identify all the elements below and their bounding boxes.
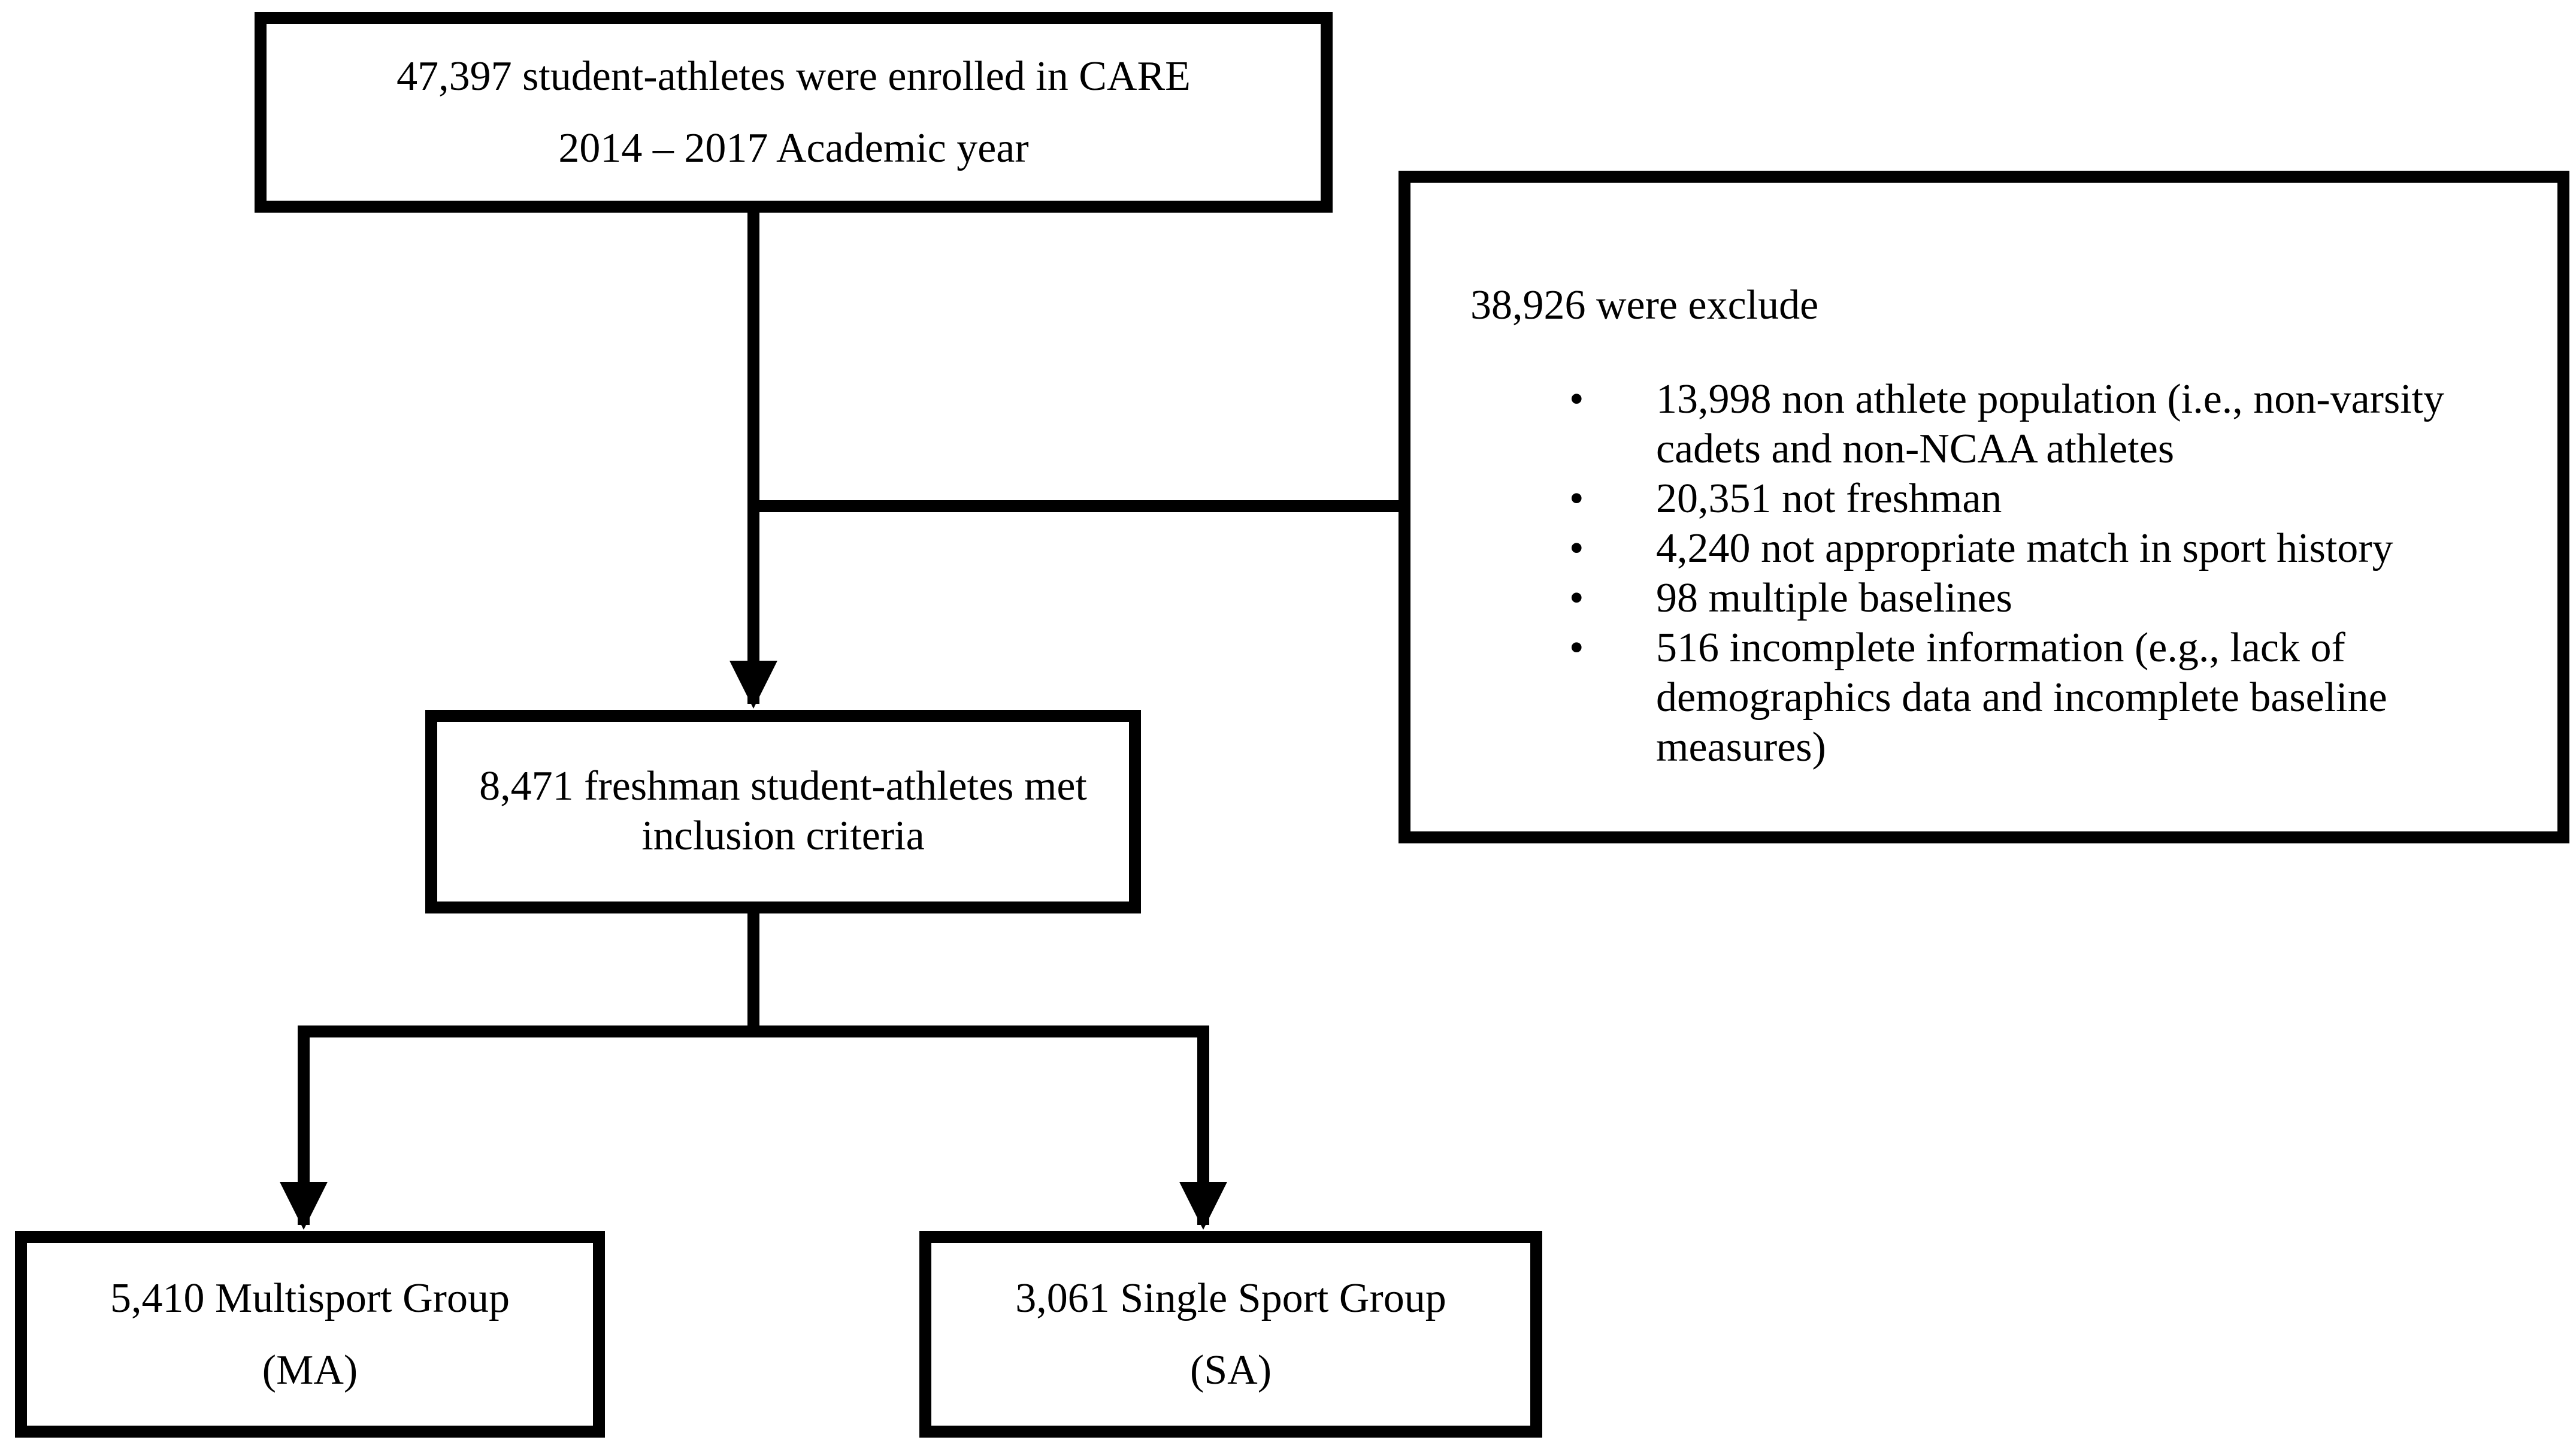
single-sport-group-box: 3,061 Single Sport Group (SA) [919,1231,1542,1438]
exclusion-item-incomplete-information: • 516 incomplete information (e.g., lack… [1410,623,2557,772]
exclusion-item-multiple-baselines: • 98 multiple baselines [1410,573,2557,623]
single-sport-abbrev-text: (SA) [1189,1347,1272,1393]
inclusion-criteria-text: inclusion criteria [641,813,925,859]
bullet-icon: • [1569,625,1584,671]
bullet-icon: • [1569,525,1584,571]
multisport-group-box: 5,410 Multisport Group (MA) [15,1231,605,1438]
inclusion-box: 8,471 freshman student-athletes met incl… [425,710,1141,913]
enrolled-box: 47,397 student-athletes were enrolled in… [255,12,1333,213]
multisport-abbrev-text: (MA) [262,1347,358,1393]
exclusion-item-text: 516 incomplete information (e.g., lack o… [1656,625,2387,770]
multisport-count-text: 5,410 Multisport Group [110,1275,510,1321]
exclusion-item-sport-history: • 4,240 not appropriate match in sport h… [1410,524,2557,573]
exclusion-item-text: 20,351 not freshman [1656,476,2002,522]
exclusion-item-text: 4,240 not appropriate match in sport his… [1656,525,2393,571]
enrolled-academic-year-text: 2014 – 2017 Academic year [558,125,1029,171]
inclusion-count-text: 8,471 freshman student-athletes met [479,763,1087,810]
exclusion-item-text: 98 multiple baselines [1656,575,2012,621]
exclusion-list: • 13,998 non athlete population (i.e., n… [1410,374,2557,772]
bullet-icon: • [1569,376,1584,422]
exclusion-item-text: 13,998 non athlete population (i.e., non… [1656,376,2445,472]
bullet-icon: • [1569,575,1584,621]
enrolled-count-text: 47,397 student-athletes were enrolled in… [396,53,1191,99]
exclusion-item-not-freshman: • 20,351 not freshman [1410,474,2557,524]
exclusion-item-non-athlete: • 13,998 non athlete population (i.e., n… [1410,374,2557,474]
single-sport-count-text: 3,061 Single Sport Group [1015,1275,1446,1321]
bullet-icon: • [1569,476,1584,522]
excluded-box: 38,926 were exclude • 13,998 non athlete… [1399,171,2569,843]
excluded-heading: 38,926 were exclude [1470,282,1819,328]
